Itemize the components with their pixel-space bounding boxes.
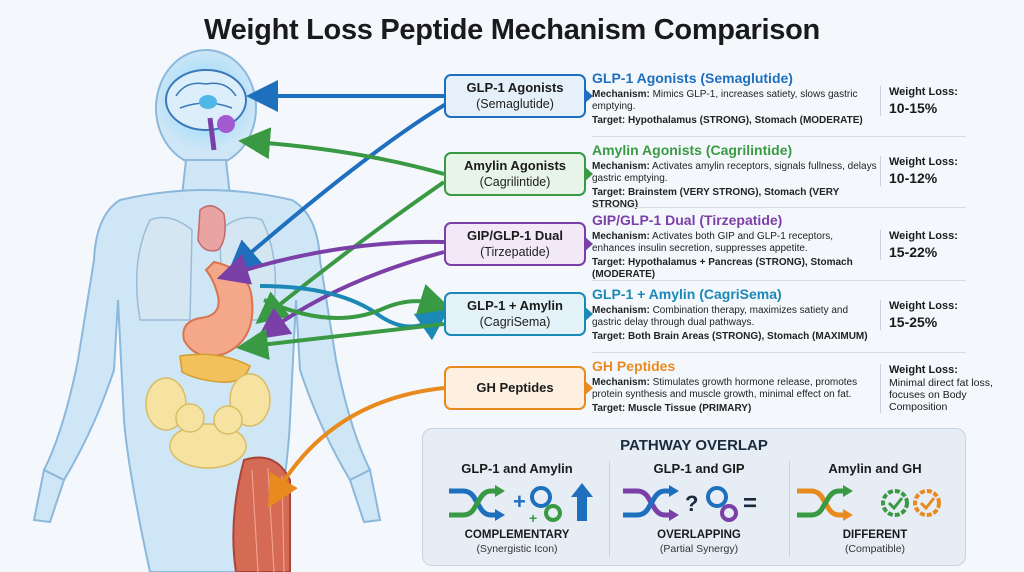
- heart: [197, 205, 226, 252]
- info-title: GIP/GLP-1 Dual (Tirzepatide): [592, 212, 783, 228]
- arrow-up-icon: [571, 483, 593, 521]
- arrow-gh-muscle: [268, 386, 445, 508]
- card-sub: (CagriSema): [479, 315, 551, 329]
- info-target: Target: Muscle Tissue (PRIMARY): [592, 403, 752, 414]
- info-gip-glp1-dual: GIP/GLP-1 Dual (Tirzepatide) Mechanism: …: [592, 212, 878, 281]
- card-name: GLP-1 Agonists: [466, 80, 564, 95]
- info-amylin-agonists: Amylin Agonists (Cagrilintide) Mechanism…: [592, 142, 878, 211]
- overlap-amylin-gh: Amylin and GH DIFFERENT (Compatible): [785, 459, 965, 559]
- gears-plus-icon: +: [529, 486, 562, 525]
- info-target: Target: Hypothalamus + Pancreas (STRONG)…: [592, 257, 853, 280]
- arrow-cagrisema-b: [263, 284, 452, 320]
- arrow-amylin-stomach: [255, 180, 446, 325]
- shuffle-icon: [797, 485, 853, 521]
- divider: [592, 136, 966, 137]
- info-glp1-agonists: GLP-1 Agonists (Semaglutide) Mechanism: …: [592, 70, 878, 127]
- overlap-glp1-gip: GLP-1 and GIP ? = OVERLAPPING (Partial S…: [609, 459, 789, 559]
- svg-text:+: +: [529, 510, 537, 525]
- card-glp1-amylin: GLP-1 + Amylin (CagriSema): [444, 292, 593, 336]
- info-title: GLP-1 Agonists (Semaglutide): [592, 70, 793, 86]
- overlap-kind: COMPLEMENTARY: [464, 529, 570, 541]
- card-sub: (Semaglutide): [476, 97, 554, 111]
- info-target: Target: Brainstem (VERY STRONG), Stomach…: [592, 187, 840, 210]
- arrow-glp1-stomach: [227, 102, 448, 273]
- arrow-dual-stomach: [256, 250, 445, 340]
- card-gip-glp1-dual: GIP/GLP-1 Dual (Tirzepatide): [444, 222, 593, 266]
- shuffle-icon: [623, 485, 679, 521]
- gears-icon: [706, 486, 738, 522]
- hypothalamus: [199, 95, 217, 109]
- weight-gip-glp1-dual: Weight Loss: 15-22%: [880, 230, 1019, 260]
- overlap-sub: (Synergistic Icon): [476, 543, 558, 555]
- info-mechanism: Mechanism: Stimulates growth hormone rel…: [592, 377, 858, 400]
- overlap-title: PATHWAY OVERLAP: [620, 437, 768, 454]
- question-icon: ?: [685, 491, 698, 516]
- arrow-cagrisema-stomach: [236, 322, 445, 361]
- info-gh-peptides: GH Peptides Mechanism: Stimulates growth…: [592, 358, 878, 415]
- overlap-col-title: Amylin and GH: [828, 461, 922, 476]
- info-title: Amylin Agonists (Cagrilintide): [592, 142, 793, 158]
- divider: [592, 352, 966, 353]
- weight-amylin-agonists: Weight Loss: 10-12%: [880, 156, 1019, 186]
- weight-glp1-agonists: Weight Loss: 10-15%: [880, 86, 1019, 116]
- weight-glp1-amylin: Weight Loss: 15-25%: [880, 300, 1019, 330]
- divider: [592, 207, 966, 208]
- shuffle-icon: [449, 485, 505, 521]
- info-target: Target: Hypothalamus (STRONG), Stomach (…: [592, 115, 863, 126]
- card-name: Amylin Agonists: [463, 158, 567, 173]
- card-name: GH Peptides: [476, 380, 554, 395]
- divider: [609, 461, 610, 557]
- overlap-col-title: GLP-1 and Amylin: [461, 461, 573, 476]
- overlap-sub: (Partial Synergy): [659, 543, 739, 555]
- overlap-kind: OVERLAPPING: [657, 529, 741, 541]
- card-glp1-agonists: GLP-1 Agonists (Semaglutide): [444, 74, 593, 118]
- overlap-glp1-amylin: GLP-1 and Amylin + + COMPLEMENTARY (Syne…: [427, 459, 607, 559]
- muscle-tissue: [232, 456, 291, 572]
- arrow-dual-hypothalamus: [216, 239, 445, 285]
- info-mechanism: Mechanism: Mimics GLP-1, increases satie…: [592, 89, 858, 112]
- intestines: [145, 373, 271, 469]
- page-title: Weight Loss Peptide Mechanism Comparison: [204, 14, 820, 46]
- info-mechanism: Mechanism: Activates amylin receptors, s…: [592, 161, 877, 184]
- plus-icon: +: [513, 489, 526, 514]
- info-target: Target: Both Brain Areas (STRONG), Stoma…: [592, 331, 868, 342]
- arrow-amylin-brainstem: [238, 127, 445, 176]
- pathway-overlap-panel: PATHWAY OVERLAP GLP-1 and Amylin + + COM…: [422, 428, 966, 566]
- card-sub: (Cagrilintide): [479, 175, 551, 189]
- card-sub: (Tirzepatide): [480, 245, 550, 259]
- overlap-kind: DIFFERENT: [842, 529, 908, 541]
- card-name: GIP/GLP-1 Dual: [466, 228, 564, 243]
- card-amylin-agonists: Amylin Agonists (Cagrilintide): [444, 152, 593, 196]
- overlap-col-title: GLP-1 and GIP: [653, 461, 745, 476]
- card-gh-peptides: GH Peptides: [444, 366, 593, 410]
- info-mechanism: Mechanism: Activates both GIP and GLP-1 …: [592, 231, 834, 254]
- divider: [592, 280, 966, 281]
- info-title: GLP-1 + Amylin (CagriSema): [592, 286, 782, 302]
- info-mechanism: Mechanism: Combination therapy, maximize…: [592, 305, 849, 328]
- info-glp1-amylin: GLP-1 + Amylin (CagriSema) Mechanism: Co…: [592, 286, 878, 343]
- divider: [789, 461, 790, 557]
- info-title: GH Peptides: [592, 358, 676, 374]
- gear-check-icon: [881, 489, 909, 517]
- overlap-sub: (Compatible): [844, 543, 906, 555]
- gear-check-icon: [913, 489, 941, 517]
- brainstem: [217, 115, 235, 133]
- card-name: GLP-1 + Amylin: [467, 298, 563, 313]
- weight-gh-peptides: Weight Loss: Minimal direct fat loss, fo…: [880, 364, 1019, 413]
- stomach: [182, 260, 254, 358]
- equals-icon: =: [743, 490, 757, 517]
